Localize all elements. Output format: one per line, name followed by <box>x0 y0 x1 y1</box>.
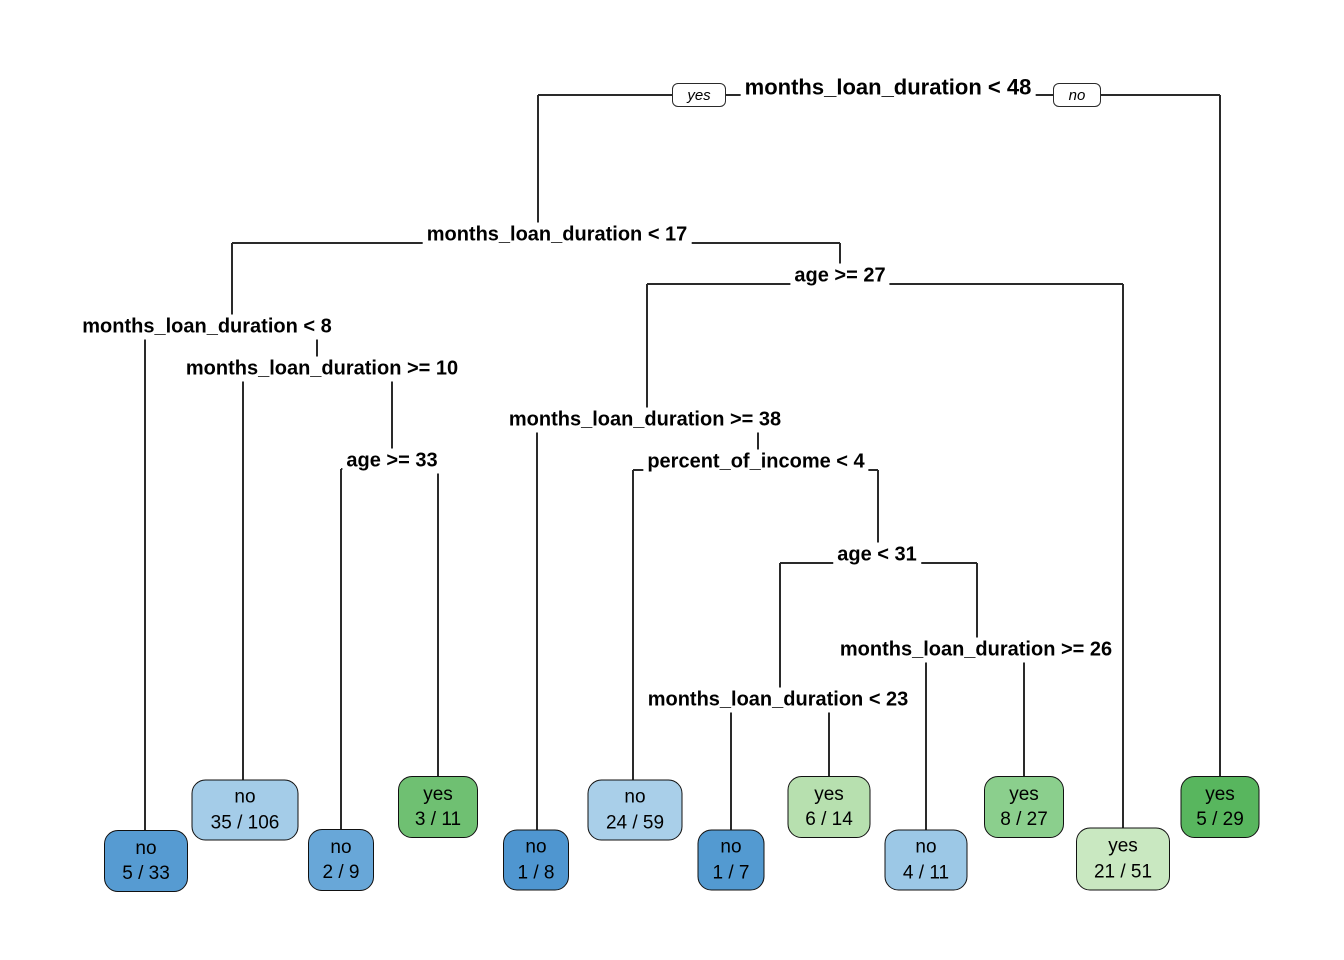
leaf-no-24-59: no 24 / 59 <box>587 779 683 841</box>
leaf-class-label: no <box>135 837 157 859</box>
leaf-class-label: yes <box>814 783 844 805</box>
leaf-class-label: no <box>330 836 352 858</box>
leaf-no-35-106: no 35 / 106 <box>191 779 299 841</box>
leaf-no-5-33: no 5 / 33 <box>104 830 188 892</box>
leaf-fraction: 24 / 59 <box>605 812 665 833</box>
split-label-root: months_loan_duration < 48 <box>740 73 1036 101</box>
edge-label-no: no <box>1053 83 1101 107</box>
leaf-yes-8-27: yes 8 / 27 <box>984 776 1064 838</box>
leaf-class-label: no <box>915 836 937 858</box>
leaf-fraction: 3 / 11 <box>414 809 462 830</box>
leaf-class-label: yes <box>1205 783 1235 805</box>
leaf-class-label: no <box>234 786 256 808</box>
leaf-no-2-9: no 2 / 9 <box>308 829 374 891</box>
split-label-d4: percent_of_income < 4 <box>643 449 869 475</box>
leaf-class-label: yes <box>423 783 453 805</box>
leaf-fraction: 1 / 7 <box>712 862 750 883</box>
leaf-yes-6-14: yes 6 / 14 <box>787 776 871 838</box>
leaf-fraction: 4 / 11 <box>902 862 950 883</box>
split-label-d23: months_loan_duration < 23 <box>643 687 913 713</box>
split-label-d38: months_loan_duration >= 38 <box>504 407 786 433</box>
leaf-fraction: 1 / 8 <box>517 862 555 883</box>
leaf-class-label: yes <box>1009 783 1039 805</box>
leaf-fraction: 8 / 27 <box>1000 809 1048 830</box>
leaf-no-4-11: no 4 / 11 <box>884 829 968 891</box>
leaf-fraction: 6 / 14 <box>805 809 853 830</box>
leaf-class-label: no <box>525 836 547 858</box>
split-label-d27: age >= 27 <box>790 263 890 289</box>
leaf-class-label: yes <box>1108 835 1138 857</box>
edge-label-yes: yes <box>672 83 726 107</box>
leaf-fraction: 2 / 9 <box>322 862 360 883</box>
leaf-class-label: no <box>624 786 646 808</box>
leaf-no-1-8: no 1 / 8 <box>503 829 569 891</box>
split-label-d8: months_loan_duration < 8 <box>78 314 336 340</box>
leaf-fraction: 5 / 29 <box>1196 809 1244 830</box>
split-label-d26: months_loan_duration >= 26 <box>835 637 1117 663</box>
leaf-fraction: 21 / 51 <box>1093 861 1153 882</box>
leaf-class-label: no <box>720 836 742 858</box>
leaf-fraction: 5 / 33 <box>122 863 170 884</box>
leaf-no-1-7: no 1 / 7 <box>697 829 765 891</box>
split-label-d10: months_loan_duration >= 10 <box>181 356 463 382</box>
leaf-yes-3-11: yes 3 / 11 <box>398 776 478 838</box>
leaf-fraction: 35 / 106 <box>210 812 280 833</box>
leaf-yes-21-51: yes 21 / 51 <box>1076 827 1170 891</box>
leaf-yes-5-29: yes 5 / 29 <box>1180 776 1260 838</box>
split-label-d33: age >= 33 <box>342 448 442 474</box>
split-label-d17: months_loan_duration < 17 <box>422 222 692 248</box>
split-label-d31: age < 31 <box>833 542 921 568</box>
